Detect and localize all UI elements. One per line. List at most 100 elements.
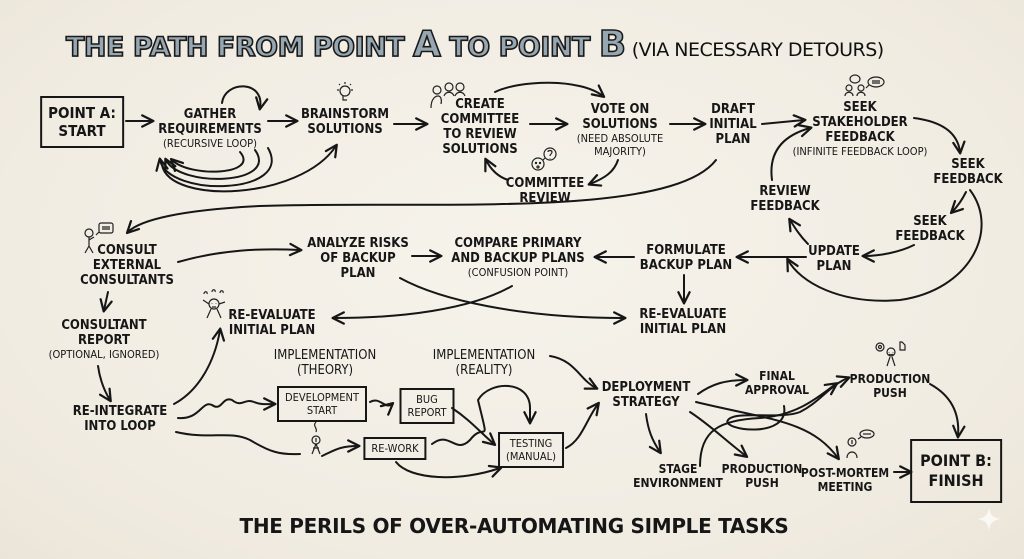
- arrow-deployment-to-postmortem: [695, 401, 840, 461]
- node-compare-plans: COMPARE PRIMARY AND BACKUP PLANS (CONFUS…: [451, 236, 584, 279]
- node-line: RE-EVALUATE: [228, 308, 316, 323]
- arrow-consult-to-analyze: [177, 242, 303, 263]
- node-line: POINT A:: [48, 104, 116, 122]
- node-line: DEPLOYMENT: [601, 380, 691, 395]
- node-development-start: DEVELOPMENT START: [276, 386, 368, 422]
- arrow-testing-to-deployment: [565, 401, 600, 449]
- node-vote-on-solutions: VOTE ON SOLUTIONS (NEED ABSOLUTE MAJORIT…: [577, 102, 663, 158]
- arrow-deployment-to-stage: [645, 413, 662, 455]
- consultant-speech-icon: [82, 222, 116, 254]
- lightbulb-head-icon: [334, 80, 356, 104]
- arrow-approval-tangle: [726, 375, 851, 431]
- arrow-compare-to-reevaluate-left: [331, 285, 513, 325]
- arrow-draft-to-consult: [125, 159, 717, 235]
- node-line: REQUIREMENTS: [158, 122, 262, 137]
- node-line: START: [58, 122, 106, 140]
- node-testing-manual: TESTING (MANUAL): [498, 432, 564, 468]
- arrow-gather-loop-1: [169, 151, 245, 173]
- node-line: (MANUAL): [506, 450, 556, 463]
- arrow-impl-reality-to-deployment: [549, 355, 599, 390]
- node-line: CONSULTANTS: [80, 273, 174, 288]
- node-line: TESTING: [509, 437, 553, 450]
- node-deployment-strategy: DEPLOYMENT STRATEGY: [602, 380, 691, 410]
- node-seek-feedback-2: SEEK FEEDBACK: [895, 214, 964, 244]
- node-bug-report: BUG REPORT: [399, 388, 455, 424]
- node-line: POST-MORTEM: [800, 466, 890, 480]
- arrow-rework-to-testing-bottom: [395, 461, 503, 479]
- node-line: COMMITTEE: [505, 176, 585, 191]
- node-note: (INFINITE FEEDBACK LOOP): [792, 145, 928, 158]
- title-subtitle: (VIA NECESSARY DETOURS): [631, 39, 884, 61]
- node-line: PRODUCTION: [721, 462, 803, 476]
- node-production-push-bottom: PRODUCTION PUSH: [722, 462, 803, 490]
- title-part-2: TO POINT: [440, 31, 599, 64]
- node-line: STRATEGY: [612, 395, 680, 410]
- node-production-push-top: PRODUCTION PUSH: [850, 372, 931, 400]
- node-line: FINAL: [759, 369, 795, 383]
- node-line: FEEDBACK: [750, 199, 820, 214]
- node-line: INTO LOOP: [84, 419, 156, 434]
- arrow-bug-to-testing: [451, 407, 497, 447]
- arrow-stakeholder-to-seek1: [913, 117, 966, 155]
- arrow-stage-to-push-top: [699, 382, 839, 467]
- node-reintegrate-into-loop: RE-INTEGRATE INTO LOOP: [73, 404, 168, 434]
- arrow-gather-loop-3: [155, 147, 273, 188]
- node-line: AND BACKUP PLANS: [451, 251, 585, 266]
- node-line: FEEDBACK: [895, 229, 965, 244]
- node-line: REPORT: [407, 406, 447, 419]
- node-line: APPROVAL: [744, 383, 810, 397]
- node-point-b: POINT B: FINISH: [910, 439, 1002, 503]
- title-letter-b: B: [598, 23, 627, 66]
- node-formulate-backup-plan: FORMULATE BACKUP PLAN: [640, 243, 732, 273]
- arrow-gather-self-loop: [221, 85, 269, 111]
- sparkle-icon: [976, 506, 1002, 532]
- node-line: REPORT: [78, 333, 130, 348]
- arrow-reintegrate-to-reevaluate: [173, 327, 226, 405]
- node-line: PRODUCTION: [849, 372, 931, 386]
- node-line: (REALITY): [455, 363, 513, 378]
- node-consult-external-consultants: CONSULT EXTERNAL CONSULTANTS: [80, 243, 174, 288]
- arrow-reintegrate-to-developer: [175, 431, 301, 456]
- node-line: FORMULATE: [646, 243, 726, 258]
- arrow-draft-to-stakeholder: [761, 114, 807, 128]
- node-line: SEEK: [913, 214, 947, 229]
- footer-caption: THE PERILS OF OVER-AUTOMATING SIMPLE TAS…: [239, 514, 789, 538]
- arrow-vote-to-review: [587, 159, 619, 187]
- arrow-deployment-to-push-bottom: [689, 411, 749, 458]
- node-analyze-risks: ANALYZE RISKS OF BACKUP PLAN: [307, 236, 409, 281]
- node-draft-initial-plan: DRAFT INITIAL PLAN: [709, 102, 756, 147]
- node-line: INITIAL PLAN: [228, 323, 316, 338]
- node-line: (THEORY): [296, 363, 354, 378]
- arrow-analyze-to-reevaluate-right: [399, 277, 627, 325]
- postmortem-person-speech-icon: [844, 428, 876, 460]
- node-line: COMMITTEE: [440, 112, 520, 127]
- node-line: COMPARE PRIMARY: [454, 236, 582, 251]
- node-line: ENVIRONMENT: [633, 476, 723, 490]
- node-line: REVIEW: [519, 191, 571, 206]
- node-line: STAGE: [658, 462, 698, 476]
- node-line: SEEK: [843, 100, 877, 115]
- stakeholders-chat-icon: [843, 74, 887, 96]
- node-note: MAJORITY): [594, 145, 646, 158]
- node-line: PLAN: [715, 132, 751, 147]
- node-line: PUSH: [745, 476, 779, 490]
- node-line: PLAN: [340, 266, 376, 281]
- node-line: BUG: [416, 393, 438, 406]
- arrow-devstart-to-bug: [369, 399, 395, 416]
- node-note: (RECURSIVE LOOP): [163, 137, 257, 150]
- arrow-developer-to-rework: [321, 439, 361, 457]
- node-stage-environment: STAGE ENVIRONMENT: [633, 462, 723, 490]
- confused-face-question-icon: [530, 146, 558, 172]
- arrow-gather-loop-to-brainstorm: [161, 143, 338, 193]
- node-update-plan: UPDATE PLAN: [808, 244, 860, 274]
- arrow-gather-loop-2: [164, 149, 260, 180]
- node-line: RE-INTEGRATE: [72, 404, 168, 419]
- node-final-approval: FINAL APPROVAL: [745, 369, 809, 397]
- node-line: CONSULTANT: [61, 318, 147, 333]
- node-line: CONSULT: [97, 243, 157, 258]
- node-line: MEETING: [817, 480, 873, 494]
- node-line: FINISH: [928, 471, 984, 490]
- node-line: ANALYZE RISKS: [307, 236, 409, 251]
- node-line: BACKUP PLAN: [639, 258, 733, 273]
